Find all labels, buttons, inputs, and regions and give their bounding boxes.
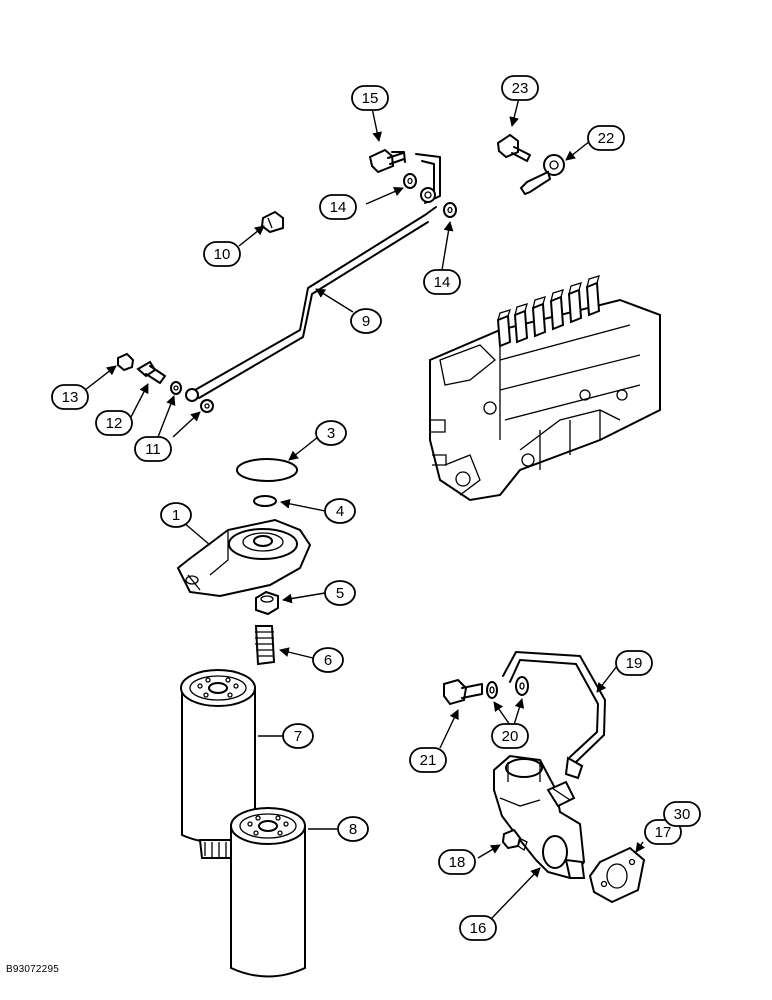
callout-15: 15	[351, 85, 389, 111]
seal-part-4	[253, 495, 277, 507]
callout-3: 3	[315, 420, 347, 446]
callout-22: 22	[587, 125, 625, 151]
sealing-washer-part-14	[403, 173, 457, 218]
svg-text:8: 8	[349, 821, 357, 838]
threaded-adapter-part-6	[254, 625, 276, 666]
svg-text:21: 21	[420, 752, 437, 769]
svg-text:14: 14	[434, 274, 451, 291]
banjo-bolt-part-23	[496, 133, 531, 162]
callout-18: 18	[438, 849, 476, 875]
callout-16: 16	[459, 915, 497, 941]
svg-text:10: 10	[214, 246, 231, 263]
svg-text:12: 12	[106, 415, 123, 432]
banjo-bolt-part-15	[368, 148, 406, 174]
callout-19: 19	[615, 650, 653, 676]
fuel-line-part-9	[185, 153, 441, 402]
callout-23: 23	[501, 75, 539, 101]
callout-8: 8	[337, 816, 369, 842]
illustration-code: B93072295	[6, 964, 59, 975]
callout-13: 13	[51, 384, 89, 410]
svg-text:14: 14	[330, 199, 347, 216]
svg-text:23: 23	[512, 80, 529, 97]
callout-9: 9	[350, 308, 382, 334]
washer-part-11	[170, 381, 214, 413]
nut-part-5	[255, 590, 279, 616]
svg-text:19: 19	[626, 655, 643, 672]
callout-11: 11	[134, 436, 172, 462]
svg-text:30: 30	[674, 806, 691, 823]
clip-part-10	[260, 210, 284, 234]
callout-21: 21	[409, 747, 447, 773]
injection-pump-delivery-valves	[496, 275, 601, 348]
callout-6: 6	[312, 647, 344, 673]
svg-text:22: 22	[598, 130, 615, 147]
gasket-part-17	[588, 846, 646, 904]
callout-10: 10	[203, 241, 241, 267]
callout-1: 1	[160, 502, 192, 528]
svg-text:7: 7	[294, 728, 302, 745]
svg-text:9: 9	[362, 313, 370, 330]
svg-text:20: 20	[502, 728, 519, 745]
svg-text:17: 17	[655, 824, 672, 841]
banjo-bolt-part-21	[443, 678, 483, 706]
fuel-lift-pump-part-16	[493, 754, 586, 880]
svg-text:6: 6	[324, 652, 332, 669]
callout-30: 30	[663, 801, 701, 827]
banjo-fitting-part-22	[519, 154, 565, 196]
svg-text:1: 1	[172, 507, 180, 524]
callout-5: 5	[324, 580, 356, 606]
sealing-washer-part-20	[486, 676, 529, 699]
svg-text:13: 13	[62, 389, 79, 406]
bolt-part-12	[136, 360, 166, 384]
svg-text:11: 11	[145, 441, 161, 458]
callout-14-upper: 14	[319, 194, 357, 220]
o-ring-part-3	[236, 458, 298, 482]
svg-text:4: 4	[336, 503, 344, 520]
bolt-part-13	[117, 352, 135, 372]
callout-14-lower: 14	[423, 269, 461, 295]
callout-12: 12	[95, 410, 133, 436]
fuel-filter-part-8	[230, 807, 306, 978]
callout-7: 7	[282, 723, 314, 749]
svg-text:18: 18	[449, 854, 466, 871]
svg-text:16: 16	[470, 920, 487, 937]
fuel-injection-pump	[429, 298, 661, 502]
svg-text:5: 5	[336, 585, 344, 602]
leader-lines	[84, 97, 646, 919]
callout-20: 20	[491, 723, 529, 749]
fitting-part-18	[501, 828, 528, 851]
fuel-filter-part-7	[180, 669, 256, 859]
filter-head-part-1	[176, 518, 312, 598]
fuel-line-part-19	[502, 651, 606, 780]
svg-text:15: 15	[362, 90, 379, 107]
callout-4: 4	[324, 498, 356, 524]
svg-text:3: 3	[327, 425, 335, 442]
